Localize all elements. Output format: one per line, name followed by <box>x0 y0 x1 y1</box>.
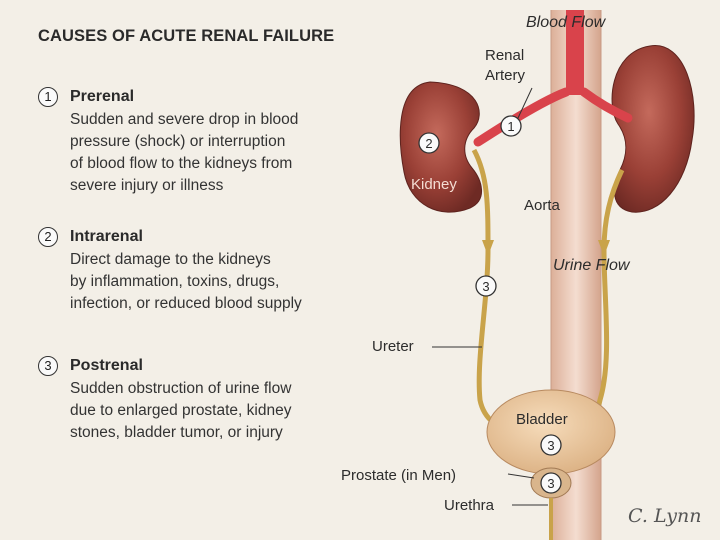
aorta-label: Aorta <box>524 197 561 214</box>
cause-description: Direct damage to the kidneys by inflamma… <box>70 251 302 312</box>
bladder-organ <box>486 389 616 475</box>
right-renal-artery <box>579 87 633 123</box>
number-marker: 2 <box>38 227 58 247</box>
artist-signature: C. Lynn <box>628 505 701 527</box>
cause-title: Postrenal <box>70 357 143 374</box>
left-ureter <box>471 148 517 435</box>
cause-title: Prerenal <box>70 88 135 105</box>
cause-prerenal: 1 Prerenal Sudden and severe drop in blo… <box>38 87 383 197</box>
page-title: CAUSES OF ACUTE RENAL FAILURE <box>38 27 335 45</box>
urine-flow-arrow-left <box>482 240 494 256</box>
number-marker: 3 <box>38 356 58 376</box>
cause-intrarenal: 2 Intrarenal Direct damage to the kidney… <box>38 227 383 315</box>
cause-description: Sudden and severe drop in blood pressure… <box>70 111 299 194</box>
marker-renal-artery: 1 <box>500 115 522 137</box>
marker-bladder: 3 <box>540 434 562 456</box>
left-kidney <box>399 81 482 213</box>
blood-flow-label: Blood Flow <box>526 14 607 31</box>
svg-text:1: 1 <box>507 119 514 134</box>
svg-text:3: 3 <box>547 438 554 453</box>
renal-artery-label-line1: Renal <box>485 47 524 64</box>
marker-ureter: 3 <box>475 275 497 297</box>
bladder-label: Bladder <box>516 411 568 428</box>
renal-artery-label-line2: Artery <box>485 67 526 84</box>
number-marker: 1 <box>38 87 58 107</box>
ureter-label: Ureter <box>372 338 414 355</box>
leader-line <box>507 473 535 479</box>
leader-line <box>517 87 533 119</box>
svg-text:2: 2 <box>425 136 432 151</box>
urethra-label: Urethra <box>444 497 495 514</box>
right-kidney <box>611 45 695 213</box>
kidney-label: Kidney <box>411 176 457 193</box>
cause-postrenal: 3 Postrenal Sudden obstruction of urine … <box>38 356 383 444</box>
marker-kidney: 2 <box>418 132 440 154</box>
svg-text:3: 3 <box>482 279 489 294</box>
left-renal-artery <box>473 87 571 147</box>
urine-flow-arrow-right <box>598 240 610 256</box>
blood-flow-artery <box>566 10 584 95</box>
cause-title: Intrarenal <box>70 228 143 245</box>
cause-description: Sudden obstruction of urine flow due to … <box>70 380 292 441</box>
urine-flow-label: Urine Flow <box>553 257 631 274</box>
marker-prostate: 3 <box>540 472 562 494</box>
svg-text:3: 3 <box>547 476 554 491</box>
prostate-label: Prostate (in Men) <box>341 467 456 484</box>
